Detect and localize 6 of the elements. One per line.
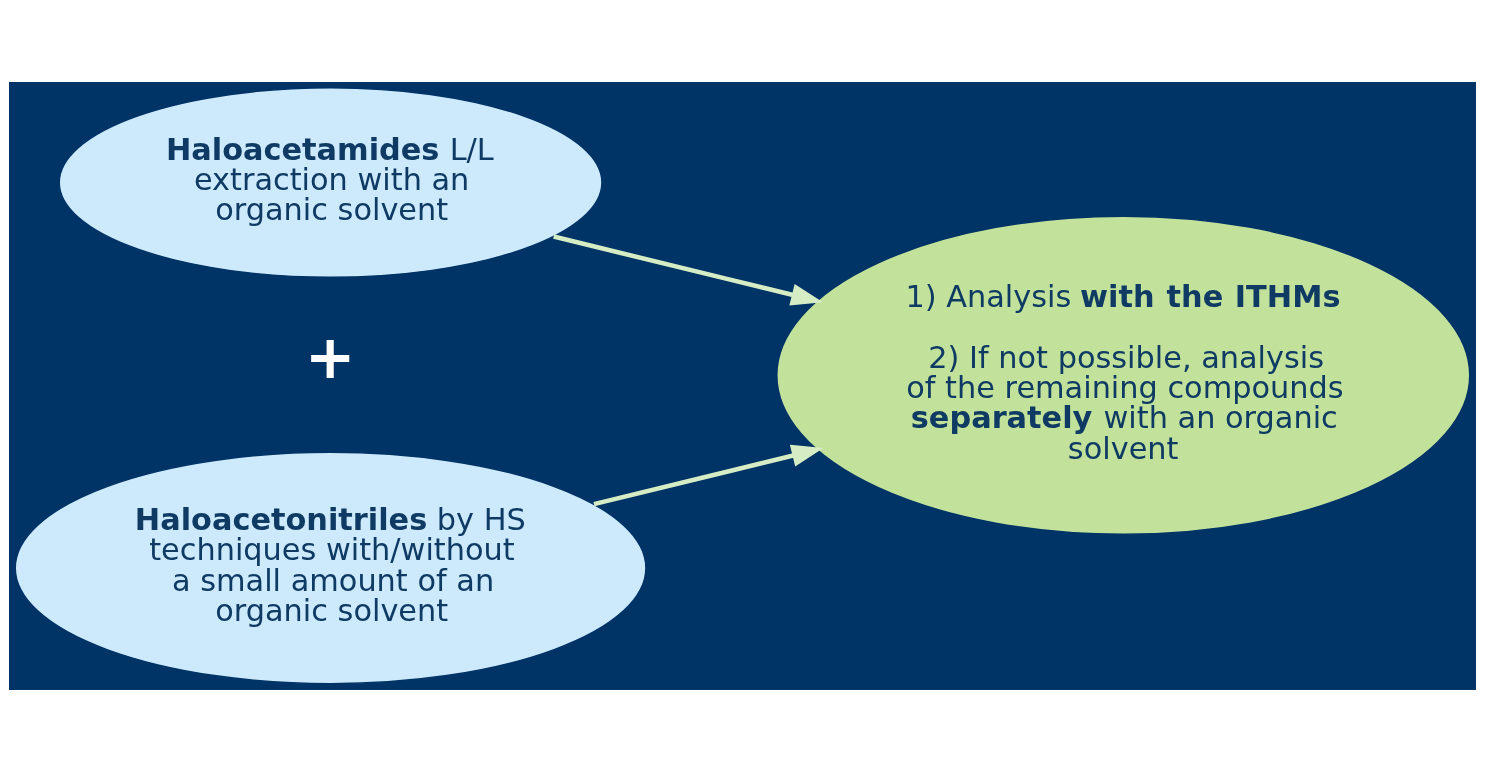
- arrow: [593, 444, 824, 507]
- node-ellipse: Haloacetamides L/L extraction with an organic solvent: [58, 86, 603, 279]
- node-ellipse: 1) Analysis with the ITHMs 2) If not possible, analysis of the remaining compounds separately with an organic solvent: [776, 215, 1471, 536]
- arrow: [553, 234, 823, 306]
- node-ellipse: Haloacetonitriles by HS techniques with/without a small amount of an organic solvent: [14, 451, 647, 685]
- label: +: [304, 322, 356, 393]
